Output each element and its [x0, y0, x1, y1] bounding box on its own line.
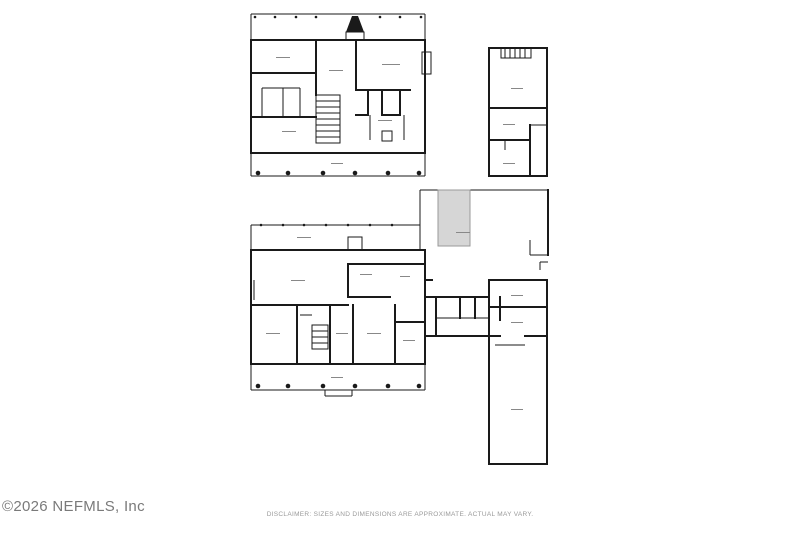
upper-floor-plan [250, 13, 432, 177]
main-floor-room-labels [266, 232, 523, 410]
third-floor-plan [488, 47, 548, 177]
upper-floor-room-labels [276, 57, 400, 164]
copyright-watermark: ©2026 NEFMLS, Inc [2, 498, 145, 515]
main-floor-plan [250, 189, 549, 465]
disclaimer-text: DISCLAIMER: SIZES AND DIMENSIONS ARE APP… [266, 511, 534, 518]
third-floor-room-labels [503, 88, 523, 164]
